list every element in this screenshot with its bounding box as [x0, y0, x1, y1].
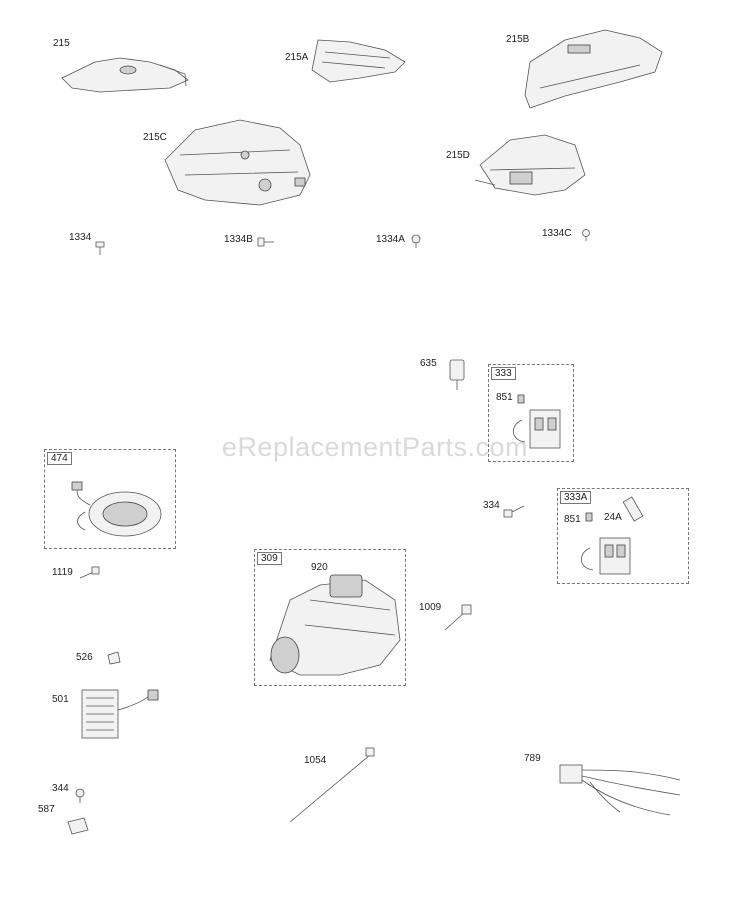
label-1119: 1119	[52, 567, 73, 578]
group-box-333: 333	[488, 364, 574, 462]
part-635-connector[interactable]	[449, 359, 465, 390]
part-1334c-screw[interactable]	[582, 229, 590, 242]
label-635: 635	[420, 358, 437, 369]
part-215a-cover[interactable]	[311, 39, 406, 83]
part-1009-bolt[interactable]	[444, 604, 472, 631]
group-label-333: 333	[491, 367, 516, 380]
group-label-333a: 333A	[560, 491, 592, 504]
label-24a: 24A	[604, 512, 622, 523]
label-215b: 215B	[506, 34, 530, 45]
part-526-fastener[interactable]	[107, 651, 121, 665]
part-215-cover[interactable]	[61, 57, 189, 93]
part-344-screw[interactable]	[75, 788, 85, 803]
label-215c: 215C	[143, 132, 167, 143]
part-333-brush-assembly[interactable]	[512, 394, 561, 449]
part-501-regulator[interactable]	[81, 689, 159, 739]
label-1334c: 1334C	[542, 228, 572, 239]
part-789-wire-harness[interactable]	[559, 764, 681, 816]
label-1334b: 1334B	[224, 234, 253, 245]
part-333a-brush-assembly[interactable]	[580, 496, 644, 575]
label-851-b: 851	[564, 514, 581, 525]
label-1009: 1009	[419, 602, 442, 613]
group-box-309: 309	[254, 549, 406, 686]
label-526: 526	[76, 652, 93, 663]
group-box-333a: 333A	[557, 488, 689, 584]
label-215: 215	[53, 38, 70, 49]
group-box-474: 474	[44, 449, 176, 549]
label-334: 334	[483, 500, 500, 511]
label-1054: 1054	[304, 755, 327, 766]
part-474-stator[interactable]	[71, 481, 162, 537]
label-920: 920	[311, 562, 328, 573]
part-1054-cable-tie[interactable]	[289, 747, 375, 823]
label-215a: 215A	[285, 52, 309, 63]
label-851-a: 851	[496, 392, 513, 403]
label-1334a: 1334A	[376, 234, 405, 245]
group-label-474: 474	[47, 452, 72, 465]
part-334-bolt[interactable]	[503, 505, 525, 518]
label-1334: 1334	[69, 232, 92, 243]
part-215d-shroud[interactable]	[474, 134, 586, 196]
part-920-starter-motor[interactable]	[269, 574, 401, 676]
part-587-clip[interactable]	[67, 817, 89, 835]
label-501: 501	[52, 694, 69, 705]
part-215c-shroud[interactable]	[164, 119, 311, 206]
part-1334a-screw[interactable]	[411, 234, 421, 248]
part-1334-screw[interactable]	[95, 241, 105, 255]
label-344: 344	[52, 783, 69, 794]
label-215d: 215D	[446, 150, 470, 161]
label-789: 789	[524, 753, 541, 764]
part-1334b-screw[interactable]	[257, 237, 274, 247]
part-1119-bolt[interactable]	[79, 566, 100, 579]
group-label-309: 309	[257, 552, 282, 565]
part-215b-cover[interactable]	[524, 29, 663, 109]
label-587: 587	[38, 804, 55, 815]
watermark: eReplacementParts.com	[221, 432, 529, 462]
